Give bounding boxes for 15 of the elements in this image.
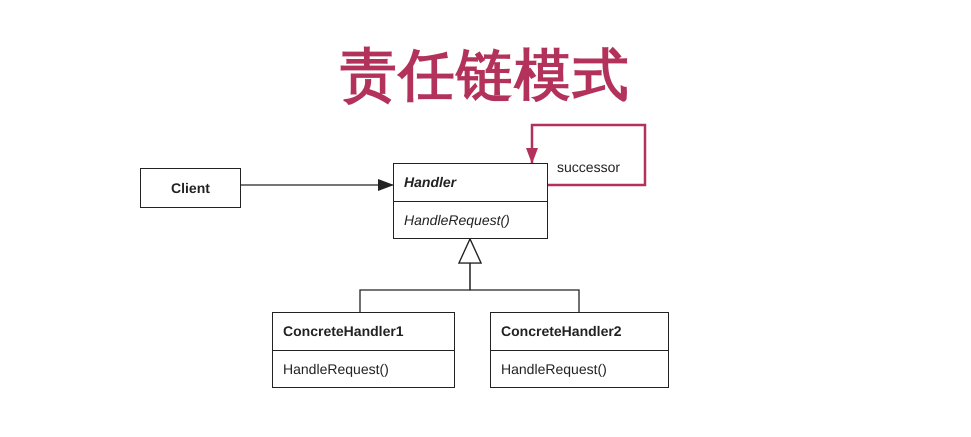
class-box xyxy=(490,312,669,388)
class-box xyxy=(393,163,548,239)
class-box xyxy=(272,312,455,388)
title: 责任链模式 xyxy=(340,42,630,110)
class-name: ConcreteHandler2 xyxy=(501,323,622,340)
self-loop-arrow xyxy=(526,124,646,186)
class-name: ConcreteHandler1 xyxy=(283,323,404,340)
process-box xyxy=(140,168,241,208)
association-arrow xyxy=(241,179,394,191)
class-name: Handler xyxy=(404,174,456,190)
method-name: HandleRequest() xyxy=(283,360,389,377)
method-name: HandleRequest() xyxy=(501,360,607,377)
inheritance-arrow xyxy=(458,238,580,312)
class-name: Client xyxy=(171,180,210,196)
method-name: HandleRequest() xyxy=(404,212,510,228)
